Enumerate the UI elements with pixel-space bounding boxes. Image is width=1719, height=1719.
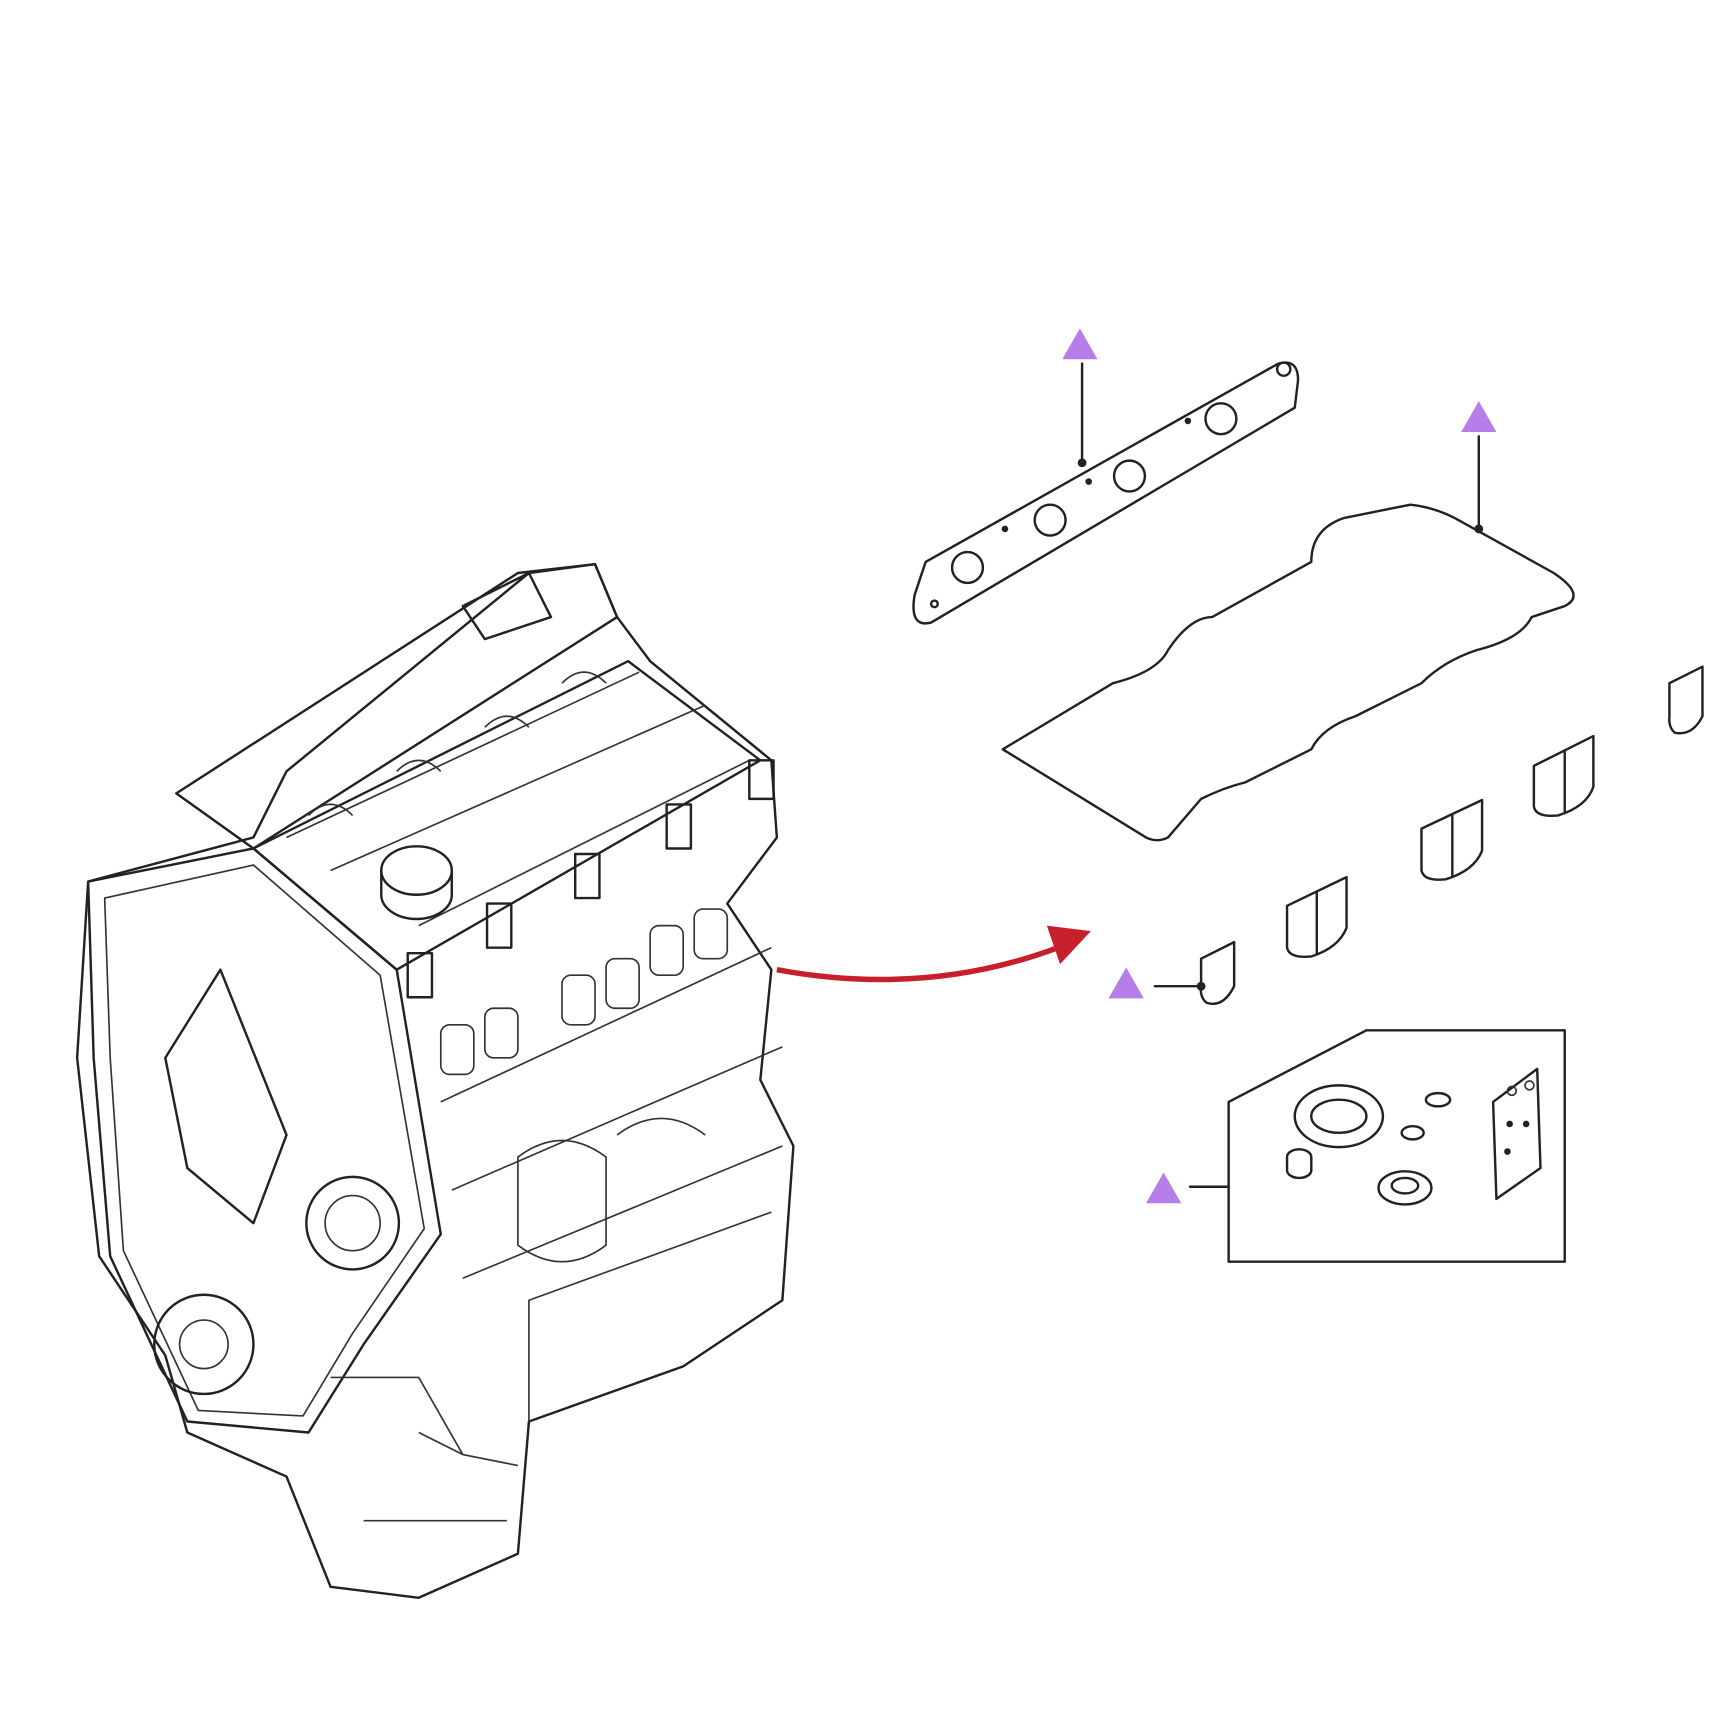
oil-cap	[380, 845, 454, 896]
intake-port-gaskets	[1199, 665, 1704, 1005]
valve-cover-gasket	[1001, 503, 1575, 842]
engine-assembly	[75, 562, 795, 1600]
triangle-marker-icon	[1108, 967, 1144, 999]
exhaust-manifold-gasket	[912, 361, 1300, 625]
triangle-marker-icon	[1461, 401, 1497, 432]
arrow-head-icon	[1046, 925, 1091, 965]
triangle-marker-icon	[1146, 1172, 1182, 1204]
triangle-marker-icon	[1062, 328, 1098, 360]
gasket-kit-box	[1227, 1029, 1566, 1263]
direction-arrow	[776, 945, 1059, 983]
